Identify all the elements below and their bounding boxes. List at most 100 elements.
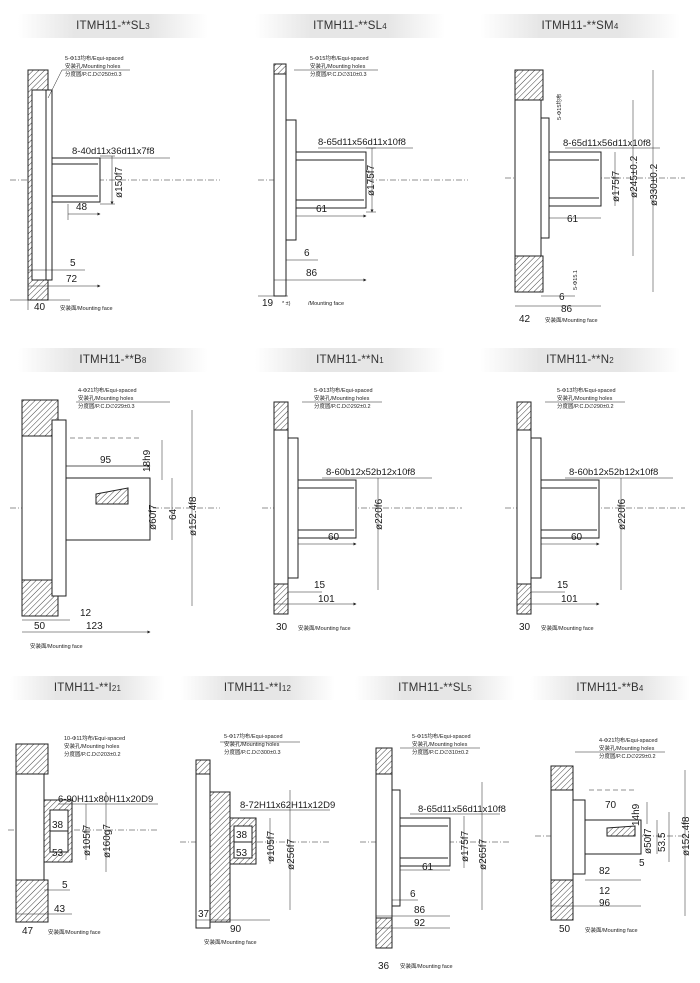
note-mounting: 安装孔/Mounting holes: [310, 62, 366, 70]
dim-step: 6: [410, 889, 416, 900]
note-holes: 5-Φ13均布/Equi-spaced: [557, 386, 616, 394]
dim-len-total: 86: [561, 304, 573, 315]
spline-spec: 8-60b12x52b12x10f8: [569, 467, 658, 478]
dim-step-a: 5: [639, 858, 645, 869]
drawing-i12: 5-Φ17均布/Equi-spaced 安装孔/Mounting holes 分…: [180, 732, 335, 946]
dim-len-inner: 61: [567, 214, 579, 225]
note-pcd: 分度圆/P.C.D∅310±0.3: [310, 70, 367, 78]
dim-len-inner: 60: [571, 532, 583, 543]
dim-step: 6: [559, 292, 565, 303]
dim-len-total: 86: [306, 268, 318, 279]
dim-flange: 47: [22, 926, 34, 937]
spline-spec: 8-60b12x52b12x10f8: [326, 467, 415, 478]
dim-d-main: ø175f7: [611, 170, 622, 202]
dim-d-main: ø105f7: [266, 830, 277, 862]
dim-step: 6: [304, 248, 310, 259]
dim-d-main: ø175f7: [460, 830, 471, 862]
note-bottom: 5-Φ15.1: [573, 270, 579, 290]
title-text: ITMH11-**SM: [541, 20, 614, 32]
title-text: ITMH11-**N: [316, 354, 380, 366]
title-text: ITMH11-**N: [546, 354, 610, 366]
note-pcd: 分度圆/P.C.D∅250±0.3: [65, 70, 122, 78]
note-holes: 10-Φ11均布/Equi-spaced: [64, 734, 125, 742]
title-text: ITMH11-**SL: [313, 20, 383, 32]
note-mounting: 安装孔/Mounting holes: [224, 740, 280, 748]
note-pcd: 分度圆/P.C.D∅203±0.2: [64, 750, 121, 758]
dim-flange: 50: [559, 924, 571, 935]
dim-len-inner: 61: [316, 204, 328, 215]
dim-len-total: 101: [561, 594, 578, 605]
spline-spec: 8-72H11x62H11x12D9: [240, 800, 335, 811]
title-text: ITMH11-**SL: [76, 20, 146, 32]
dim-d-main: ø105f7: [82, 824, 93, 856]
mounting-face: 安装面/Mounting face: [48, 928, 101, 936]
mounting-face: 安装面/Mounting face: [585, 926, 638, 934]
mounting-face: 安装面/Mounting face: [60, 304, 113, 312]
drawing-sl4: 5-Φ15均布/Equi-spaced 安装孔/Mounting holes 分…: [258, 54, 468, 309]
spline-spec: 8-65d11x56d11x10f8: [563, 138, 651, 149]
note-holes: 5-Φ15均布/Equi-spaced: [412, 732, 471, 740]
dim-step: 5: [62, 880, 68, 891]
note-pcd: 分度圆/P.C.D∅229±0.2: [599, 752, 656, 760]
note-holes: 5-Φ17均布/Equi-spaced: [224, 732, 283, 740]
note-pcd: 分度圆/P.C.D∅292±0.2: [314, 402, 371, 410]
dim-len-total: 123: [86, 621, 103, 632]
dim-flange: 30: [519, 622, 531, 633]
note-mounting: 安装孔/Mounting holes: [64, 742, 120, 750]
dim-flange: 30: [276, 622, 288, 633]
dim-d-main: ø220f6: [374, 498, 385, 530]
dim-len-total: 96: [599, 898, 611, 909]
dim-len-b: 53: [52, 848, 64, 859]
dim-flange: 50: [34, 621, 46, 632]
mounting-face: 安装面/Mounting face: [298, 624, 351, 632]
dim-step: 12: [80, 608, 92, 619]
drawing-n1: 5-Φ13均布/Equi-spaced 安装孔/Mounting holes 分…: [262, 386, 462, 633]
spline-spec: 8-40d11x36d11x7f8: [72, 146, 155, 157]
note-pcd: 分度圆/P.C.D∅229±0.3: [78, 402, 135, 410]
note-holes: 4-Φ21均布/Equi-spaced: [78, 386, 137, 394]
note-pcd: 分度圆/P.C.D∅290±0.2: [557, 402, 614, 410]
dim-len-inner: 60: [328, 532, 340, 543]
mounting-face: 安装面/Mounting face: [400, 962, 453, 970]
mounting-face: /Mounting face: [308, 301, 344, 307]
note-mounting: 安装孔/Mounting holes: [65, 62, 121, 70]
note-pcd: 分度圆/P.C.D∅300±0.3: [224, 748, 281, 756]
drawing-i21: 10-Φ11均布/Equi-spaced 安装孔/Mounting holes …: [8, 734, 158, 937]
dim-key-h: 64: [168, 508, 179, 520]
dim-d-outer: ø256f7: [286, 838, 297, 870]
title-text: ITMH11-**B: [576, 682, 639, 694]
note-holes: 5-Φ15均布/Equi-spaced: [310, 54, 369, 62]
note-mounting: 安装孔/Mounting holes: [78, 394, 134, 402]
title-text: ITMH11-**I: [223, 682, 282, 694]
dim-len-key: 95: [100, 455, 112, 466]
dim-step: 12: [599, 886, 611, 897]
note-top: 5-Φ15均布: [555, 93, 563, 120]
dim-len-a: 38: [52, 820, 64, 831]
dim-flange: 42: [519, 314, 531, 325]
dim-d-main: ø60f7: [148, 504, 159, 530]
dim-len-total: 101: [318, 594, 335, 605]
dim-flange: 37: [198, 909, 210, 920]
dim-len-mid: 86: [414, 905, 426, 916]
mounting-face: 安装面/Mounting face: [545, 316, 598, 324]
dim-key-h: 53.5: [657, 832, 668, 852]
dim-d-pcd: ø245±0.2: [629, 155, 640, 198]
drawing-sl3: 5-Φ13均布/Equi-spaced 安装孔/Mounting holes 分…: [10, 54, 220, 313]
spline-spec: 8-65d11x56d11x10f8: [418, 804, 506, 815]
note-symbol: * ±): [282, 301, 291, 307]
note-mounting: 安装孔/Mounting holes: [314, 394, 370, 402]
dim-len-a: 38: [236, 830, 248, 841]
spline-spec: 8-65d11x56d11x10f8: [318, 137, 406, 148]
dim-d-main: ø150f7: [114, 166, 125, 198]
dim-d-outer: ø152.4f8: [188, 496, 199, 536]
dim-d-main: ø50f7: [643, 828, 654, 854]
mounting-face: 安装面/Mounting face: [30, 642, 83, 650]
title-text: ITMH11-**I: [53, 682, 112, 694]
